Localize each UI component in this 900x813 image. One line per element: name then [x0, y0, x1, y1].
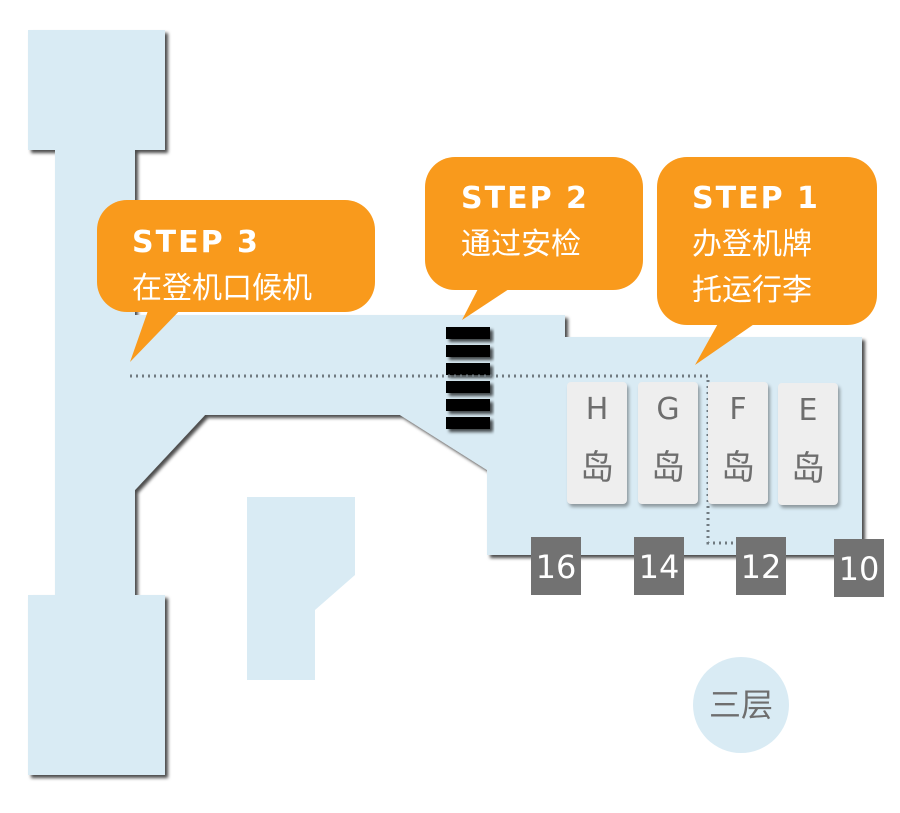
island-letter: F	[729, 392, 747, 427]
speech-bubbles	[97, 157, 877, 365]
checkin-island-f[interactable]: F 岛	[708, 382, 768, 504]
step1-bubble: STEP 1 办登机牌 托运行李	[692, 176, 820, 314]
step2-bubble: STEP 2 通过安检	[461, 176, 589, 268]
terminal-floor-plan	[28, 30, 862, 775]
step1-label: STEP 1	[692, 181, 820, 216]
island-label: 岛	[580, 448, 614, 488]
gate-10[interactable]: 10	[834, 539, 884, 597]
step2-label: STEP 2	[461, 181, 589, 216]
security-checkpoint	[446, 327, 490, 429]
step3-label: STEP 3	[132, 225, 260, 260]
step2-text: 通过安检	[461, 227, 581, 262]
step3-text: 在登机口候机	[132, 271, 312, 306]
step1-text-line1: 办登机牌	[692, 227, 812, 262]
checkin-island-e[interactable]: E 岛	[778, 383, 838, 505]
island-label: 岛	[791, 449, 825, 489]
checkin-island-h[interactable]: H 岛	[567, 382, 627, 504]
island-letter: E	[798, 393, 818, 428]
island-label: 岛	[721, 448, 755, 488]
island-letter: G	[656, 392, 680, 427]
step1-text-line2: 托运行李	[692, 273, 812, 308]
gate-16[interactable]: 16	[531, 537, 581, 595]
floor-indicator: 三层	[693, 657, 789, 753]
island-letter: H	[585, 392, 609, 427]
checkin-island-g[interactable]: G 岛	[638, 382, 698, 504]
gate-14[interactable]: 14	[634, 537, 684, 595]
step3-bubble: STEP 3 在登机口候机	[132, 220, 312, 312]
gate-12[interactable]: 12	[736, 537, 786, 595]
island-label: 岛	[651, 448, 685, 488]
side-building	[247, 497, 355, 680]
